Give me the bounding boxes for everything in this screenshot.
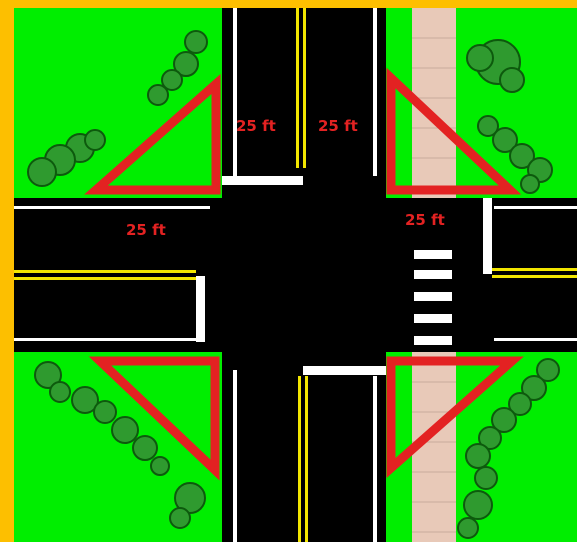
stop-bar-east [483,198,492,274]
label-east: 25 ft [405,211,445,229]
stop-bar-north [222,176,303,185]
label-north-left: 25 ft [236,117,276,135]
stop-bar-south [303,366,386,375]
label-north-right: 25 ft [318,117,358,135]
stop-bar-west [196,276,205,342]
label-west: 25 ft [126,221,166,239]
